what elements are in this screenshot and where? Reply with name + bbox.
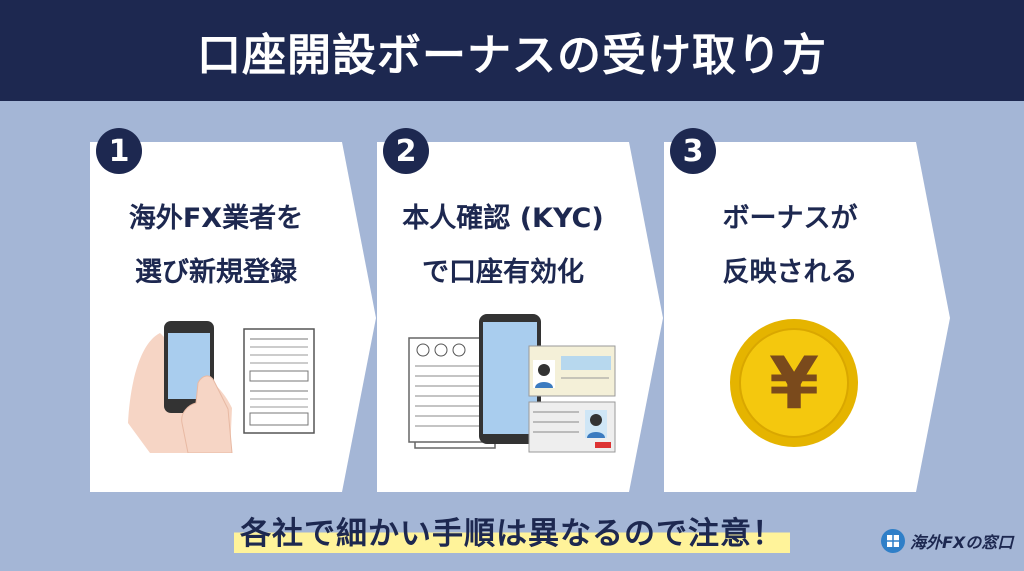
window-logo-icon	[881, 529, 905, 553]
footer-note: 各社で細かい手順は異なるので注意！	[0, 508, 1024, 553]
step-text-line: 本人確認 (KYC)	[402, 203, 604, 234]
step-description: 本人確認 (KYC) で口座有効化	[377, 192, 629, 300]
step-text-line: 海外FX業者を	[128, 203, 304, 234]
step-description: 海外FX業者を 選び新規登録	[90, 192, 342, 300]
yen-symbol: ¥	[769, 341, 819, 425]
yen-coin-icon: ¥	[730, 319, 858, 447]
step-text-line: 選び新規登録	[135, 257, 297, 288]
step-number-badge: 2	[383, 128, 429, 174]
smartphone-signup-illustration	[128, 321, 315, 453]
step-text-line: 反映される	[722, 257, 858, 288]
step-card-2: 2 本人確認 (KYC) で口座有効化	[377, 128, 669, 492]
page-title: 口座開設ボーナスの受け取り方	[197, 29, 827, 81]
brand-logo: 海外FXの窓口	[880, 528, 1013, 554]
step-card-1: 1 海外FX業者を 選び新規登録	[90, 128, 382, 492]
footer-note-text: 各社で細かい手順は異なるので注意！	[234, 508, 790, 553]
step-text-line: ボーナスが	[722, 203, 858, 234]
step-text-line: で口座有効化	[422, 257, 584, 288]
step-number-badge: 1	[96, 128, 142, 174]
step-number-badge: 3	[670, 128, 716, 174]
step-card-3: 3 ボーナスが 反映される ¥	[664, 128, 956, 492]
id-documents-illustration	[408, 314, 616, 453]
brand-logo-text: 海外FXの窓口	[910, 533, 1014, 552]
step-description: ボーナスが 反映される	[664, 192, 916, 300]
header-bar: 口座開設ボーナスの受け取り方	[0, 0, 1024, 101]
